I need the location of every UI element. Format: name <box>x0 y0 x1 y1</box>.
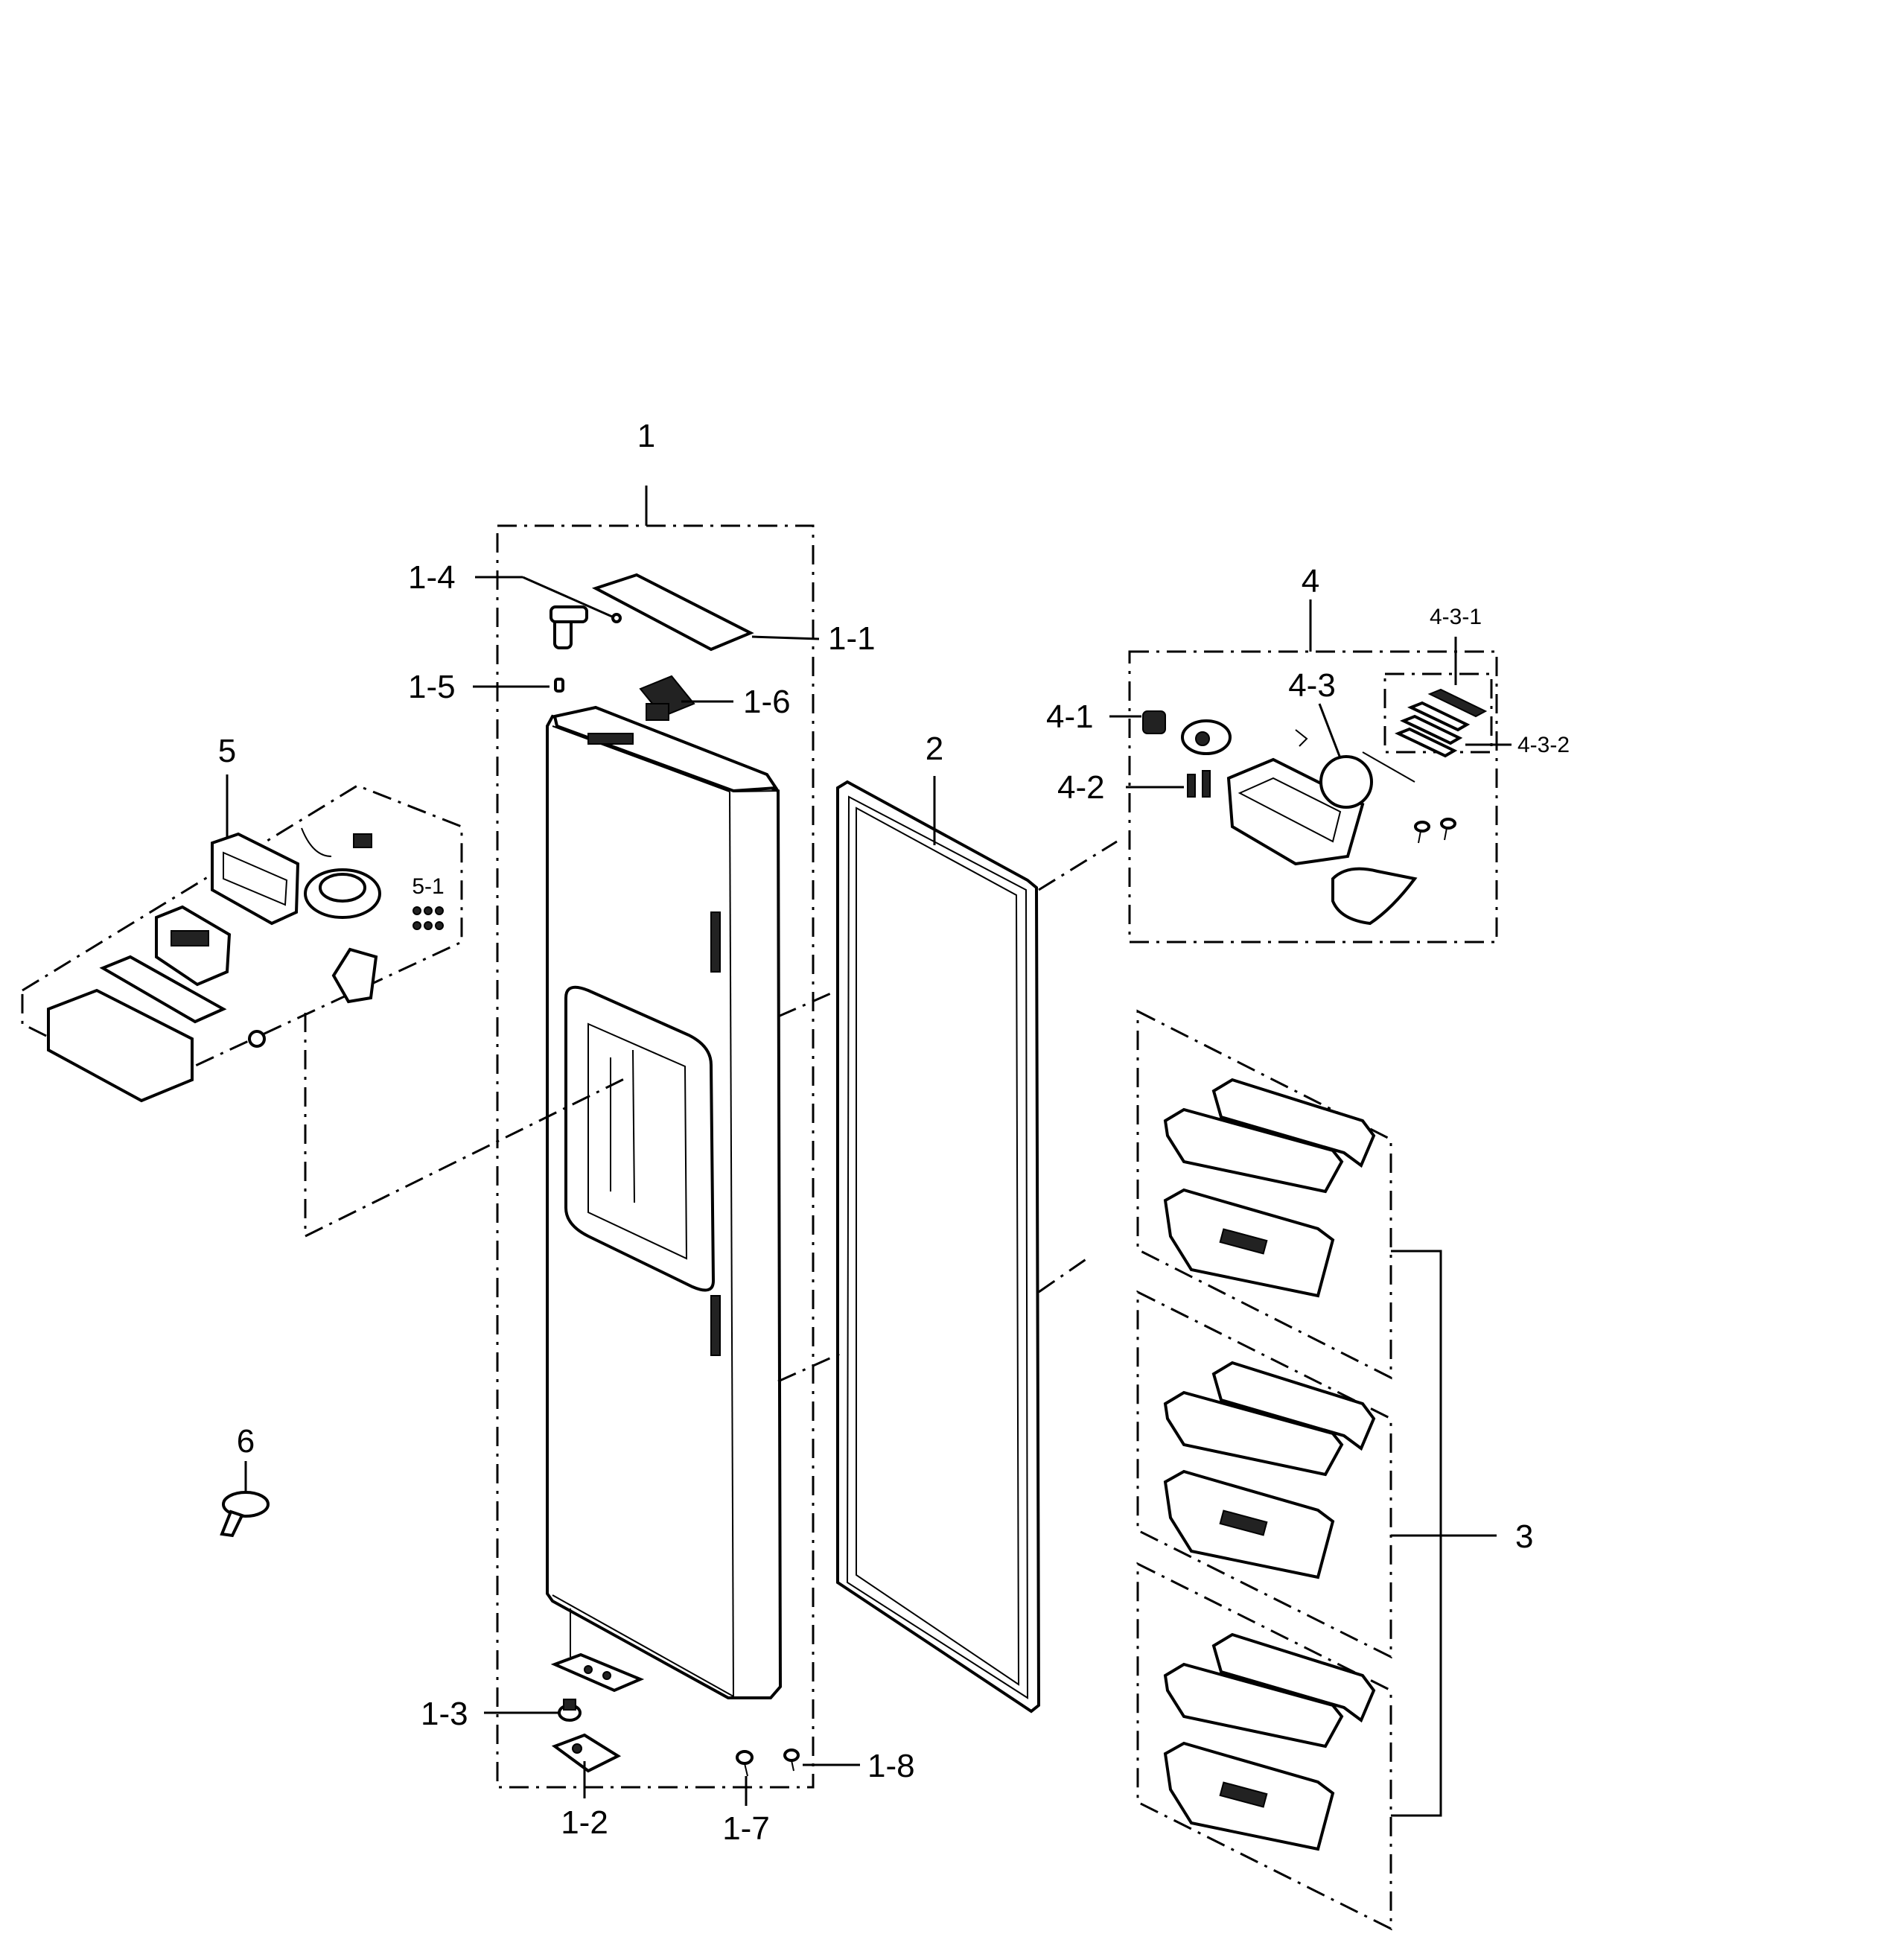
part-1-1-plate <box>591 573 754 652</box>
label-4-3-1: 4-3-1 <box>1430 605 1482 629</box>
part-2-gasket: 2 <box>836 731 1041 1714</box>
group-1-boundary <box>496 524 815 1789</box>
part-1-2-hinge <box>551 1733 622 1773</box>
label-4-3-2: 4-3-2 <box>1517 733 1570 757</box>
label-1-1: 1-1 <box>828 620 876 657</box>
part-4-3 <box>1319 755 1373 809</box>
ice-maker-screws <box>1414 818 1456 844</box>
group-3-door-bins: 3 <box>1136 1009 1533 1931</box>
group-4-ice-maker: 4 4-1 4-2 4-3 4-3-1 <box>1046 563 1570 944</box>
label-4-2: 4-2 <box>1057 769 1105 806</box>
label-1-4: 1-4 <box>408 559 456 596</box>
bin-set-3 <box>1163 1632 1376 1851</box>
group-5-dispenser: 5 5-1 <box>21 733 463 1103</box>
label-2: 2 <box>926 731 943 767</box>
label-1-8: 1-8 <box>867 1748 915 1784</box>
ice-scoop <box>1331 867 1418 926</box>
group-4-boundary <box>1128 650 1498 944</box>
label-5: 5 <box>218 733 236 769</box>
part-5-1-screws <box>413 906 444 930</box>
group-1-door-assembly: 1 1-1 <box>408 418 915 1847</box>
part-1-3-hinge-pin <box>558 1699 582 1722</box>
part-4-1 <box>1142 710 1166 734</box>
part-1-5-screw <box>554 678 564 693</box>
part-1-7-screw <box>736 1750 754 1777</box>
label-3: 3 <box>1515 1518 1533 1555</box>
label-1-3: 1-3 <box>421 1696 468 1732</box>
part-1-8-screw <box>783 1749 800 1772</box>
part-6-screw: 6 <box>220 1423 270 1538</box>
label-1-7: 1-7 <box>722 1810 770 1847</box>
label-1-6: 1-6 <box>743 684 791 720</box>
ice-maker-housing <box>1226 757 1365 866</box>
part-1-4-bracket <box>550 605 622 649</box>
label-1-2: 1-2 <box>561 1804 608 1841</box>
label-4-1: 4-1 <box>1046 699 1094 735</box>
label-5-1: 5-1 <box>412 874 444 899</box>
part-4-3-1-filter-slats <box>1395 688 1488 758</box>
bin-set-2 <box>1163 1361 1376 1579</box>
label-1-5: 1-5 <box>408 669 456 705</box>
part-1-6-switch <box>639 675 695 721</box>
door-panel <box>546 705 783 1699</box>
bin-set-1 <box>1163 1078 1376 1298</box>
label-1: 1 <box>637 418 655 454</box>
label-6: 6 <box>237 1423 255 1460</box>
label-4-3: 4-3 <box>1288 667 1336 704</box>
part-4-2 <box>1187 770 1211 798</box>
label-4: 4 <box>1302 563 1319 599</box>
